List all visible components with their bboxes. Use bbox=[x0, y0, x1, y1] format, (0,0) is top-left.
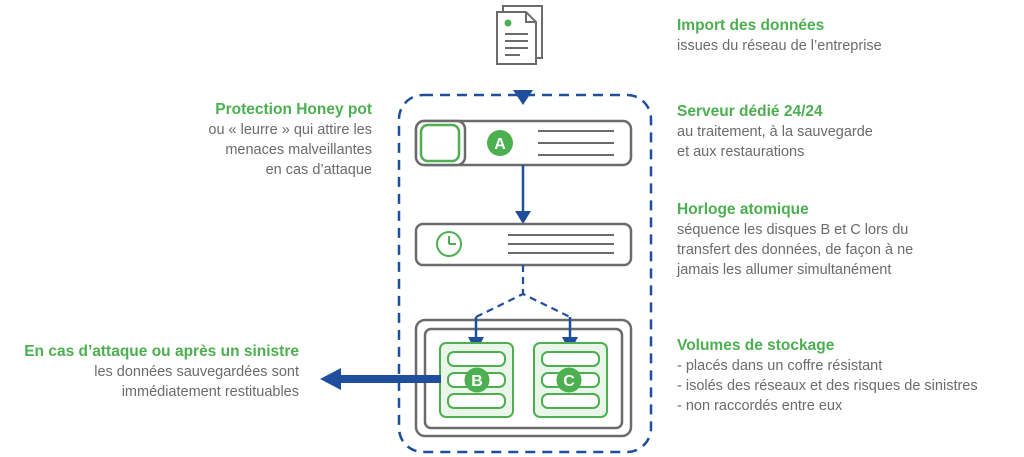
node-a-label: A bbox=[494, 136, 506, 153]
clock-icon bbox=[436, 231, 462, 257]
clock-line: jamais les allumer simultanément bbox=[677, 262, 892, 278]
restore-arrow-head bbox=[320, 368, 341, 390]
flow-arrow-clock bbox=[515, 211, 531, 224]
storage-line: - isolés des réseaux et des risques de s… bbox=[677, 378, 978, 394]
honeypot-line: ou « leurre » qui attire les bbox=[208, 122, 372, 138]
honeypot-line: en cas d’attaque bbox=[265, 162, 372, 178]
honeypot-title: Protection Honey pot bbox=[215, 101, 372, 118]
attack-line: immédiatement restituables bbox=[121, 384, 299, 400]
import-title: Import des données bbox=[677, 17, 825, 34]
honeypot-box bbox=[419, 123, 461, 163]
node-b-label: B bbox=[471, 373, 483, 390]
clock-title: Horloge atomique bbox=[677, 201, 809, 218]
restore-arrow-shaft bbox=[338, 375, 441, 383]
document-icon bbox=[496, 5, 543, 65]
storage-line: - non raccordés entre eux bbox=[677, 398, 843, 414]
disk-c bbox=[533, 342, 608, 418]
node-c-label: C bbox=[563, 373, 575, 390]
clock-text: Horloge atomique séquence les disques B … bbox=[677, 199, 913, 280]
honeypot-line: menaces malveillantes bbox=[225, 142, 372, 158]
server-line: et aux restaurations bbox=[677, 144, 805, 160]
server-box bbox=[414, 119, 633, 167]
import-text: Import des données issues du réseau de l… bbox=[677, 15, 882, 56]
node-a bbox=[487, 130, 513, 156]
attack-line: les données sauvegardées sont bbox=[94, 364, 299, 380]
honeypot-text: Protection Honey pot ou « leurre » qui a… bbox=[208, 99, 372, 180]
import-arrow bbox=[513, 90, 533, 105]
clock-line: transfert des données, de façon à ne bbox=[677, 242, 914, 258]
storage-text: Volumes de stockage - placés dans un cof… bbox=[677, 335, 978, 416]
storage-title: Volumes de stockage bbox=[677, 337, 835, 354]
server-text: Serveur dédié 24/24 au traitement, à la … bbox=[677, 101, 873, 162]
server-line: au traitement, à la sauvegarde bbox=[677, 124, 873, 140]
clock-box bbox=[414, 222, 633, 267]
clock-splitter bbox=[475, 265, 571, 318]
storage-line: - placés dans un coffre résistant bbox=[677, 358, 883, 374]
import-line: issues du réseau de l’entreprise bbox=[677, 38, 882, 54]
clock-line: séquence les disques B et C lors du bbox=[677, 222, 909, 238]
attack-title: En cas d’attaque ou après un sinistre bbox=[24, 343, 299, 360]
attack-text: En cas d’attaque ou après un sinistre le… bbox=[24, 341, 299, 402]
server-title: Serveur dédié 24/24 bbox=[677, 103, 823, 120]
